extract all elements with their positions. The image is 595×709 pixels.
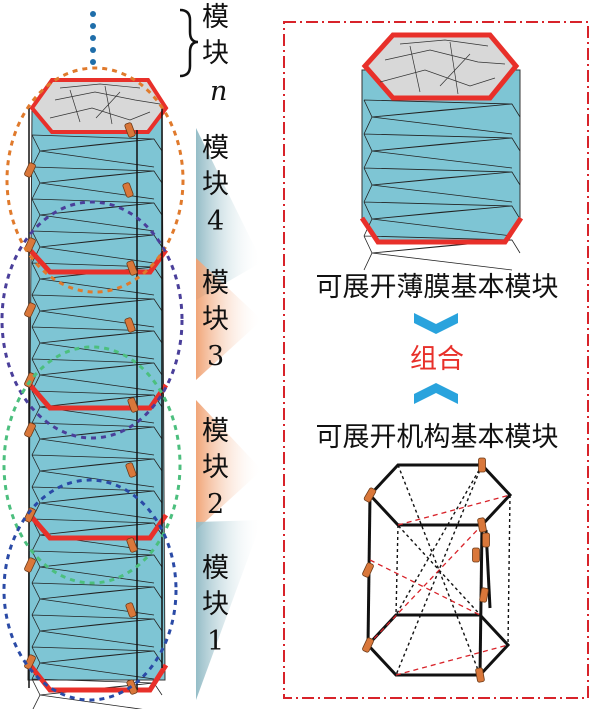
module-2-label-line1: 模 [202, 416, 229, 447]
module-3-label-line2: 块 [202, 304, 229, 335]
module-n-brace [179, 8, 199, 78]
joint-icon [126, 537, 138, 553]
joint-icon [472, 547, 480, 563]
joint-icon [24, 162, 36, 178]
joint-icon [24, 302, 36, 318]
joint-icon [125, 462, 137, 478]
ellipse-module-1 [2, 478, 178, 702]
joint-icon [478, 457, 486, 473]
module-4-label-line2: 块 [202, 169, 229, 200]
membrane-top-cap [361, 32, 520, 101]
module-1-label-line1: 模 [202, 553, 229, 584]
arrow-module-3 [196, 258, 262, 380]
right-panel-frame [283, 21, 589, 699]
module-2-label-line2: 块 [202, 452, 229, 483]
module-3-index: 3 [207, 341, 224, 372]
joint-icon [24, 237, 36, 253]
joint-icon [24, 507, 36, 523]
chevron-up-icon [414, 383, 458, 404]
module-ellipses [0, 66, 185, 702]
joint-icon [124, 317, 136, 333]
module-1-label-line2: 块 [202, 589, 229, 620]
joint-icon [24, 654, 36, 670]
joint-icon [24, 422, 36, 438]
membrane-module-label: 可展开薄膜基本模块 [316, 272, 559, 303]
tower-top-cap-folds [49, 83, 161, 125]
module-n-label-line1: 模 [202, 2, 229, 33]
joint-icon [363, 487, 377, 503]
joint-icon [362, 637, 374, 653]
arrow-module-2 [196, 400, 262, 530]
joint-icon [127, 397, 139, 413]
joint-icon [24, 557, 36, 573]
joint-icon [122, 182, 134, 198]
joint-icon [124, 122, 136, 138]
joint-icon [482, 532, 490, 548]
ellipse-module-3 [0, 200, 184, 440]
tower-top-cap [29, 78, 169, 134]
module-4-index: 4 [207, 206, 224, 237]
joint-icon [126, 260, 138, 276]
module-2-index: 2 [207, 489, 224, 520]
mechanism-module-label: 可展开机构基本模块 [316, 422, 559, 453]
module-n-label-line2: 块 [202, 38, 229, 69]
stacked-tower [0, 11, 185, 709]
continuation-dots [90, 11, 96, 65]
chevron-down-icon [414, 313, 458, 334]
combine-label: 组合 [410, 344, 464, 375]
module-1-index: 1 [207, 626, 224, 657]
module-4-label-line1: 模 [202, 133, 229, 164]
joint-icon [475, 667, 485, 683]
mechanism-module-figure [362, 457, 513, 683]
module-3-label-line1: 模 [202, 268, 229, 299]
membrane-top-cap-folds [379, 39, 506, 95]
ellipse-module-2 [2, 345, 182, 585]
ellipse-module-4 [5, 66, 185, 294]
arrow-module-4 [196, 128, 262, 300]
membrane-bottom-ring [359, 216, 524, 245]
joint-icon [479, 587, 489, 603]
joint-icon [362, 562, 374, 578]
membrane-module-figure [359, 32, 524, 271]
module-n-index: n [210, 76, 227, 107]
arrow-module-1 [196, 520, 262, 700]
module-arrows [196, 128, 262, 700]
joint-icon [125, 602, 137, 618]
joint-icon [477, 517, 487, 533]
tower-joints [24, 122, 139, 695]
